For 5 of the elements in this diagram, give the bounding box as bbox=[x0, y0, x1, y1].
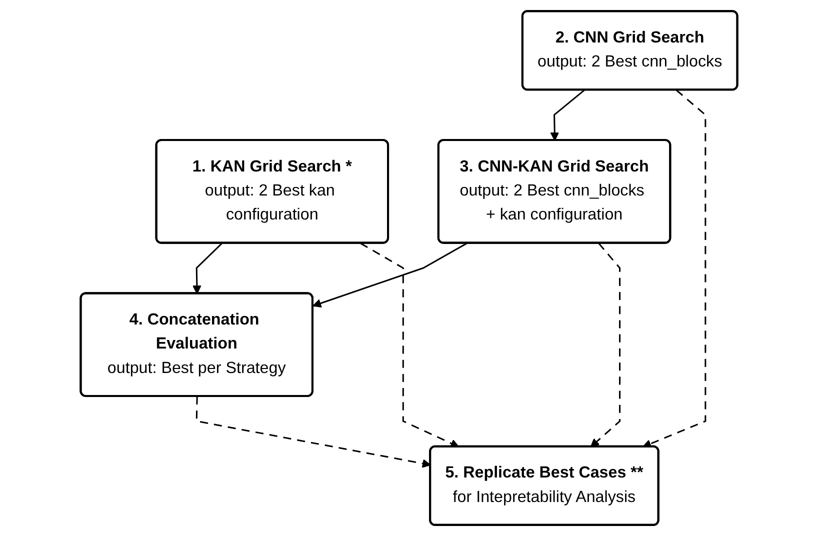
arrow bbox=[590, 242, 621, 448]
arrow bbox=[312, 242, 468, 308]
arrow bbox=[550, 90, 585, 141]
arrow bbox=[196, 396, 431, 468]
arrow bbox=[192, 242, 222, 294]
